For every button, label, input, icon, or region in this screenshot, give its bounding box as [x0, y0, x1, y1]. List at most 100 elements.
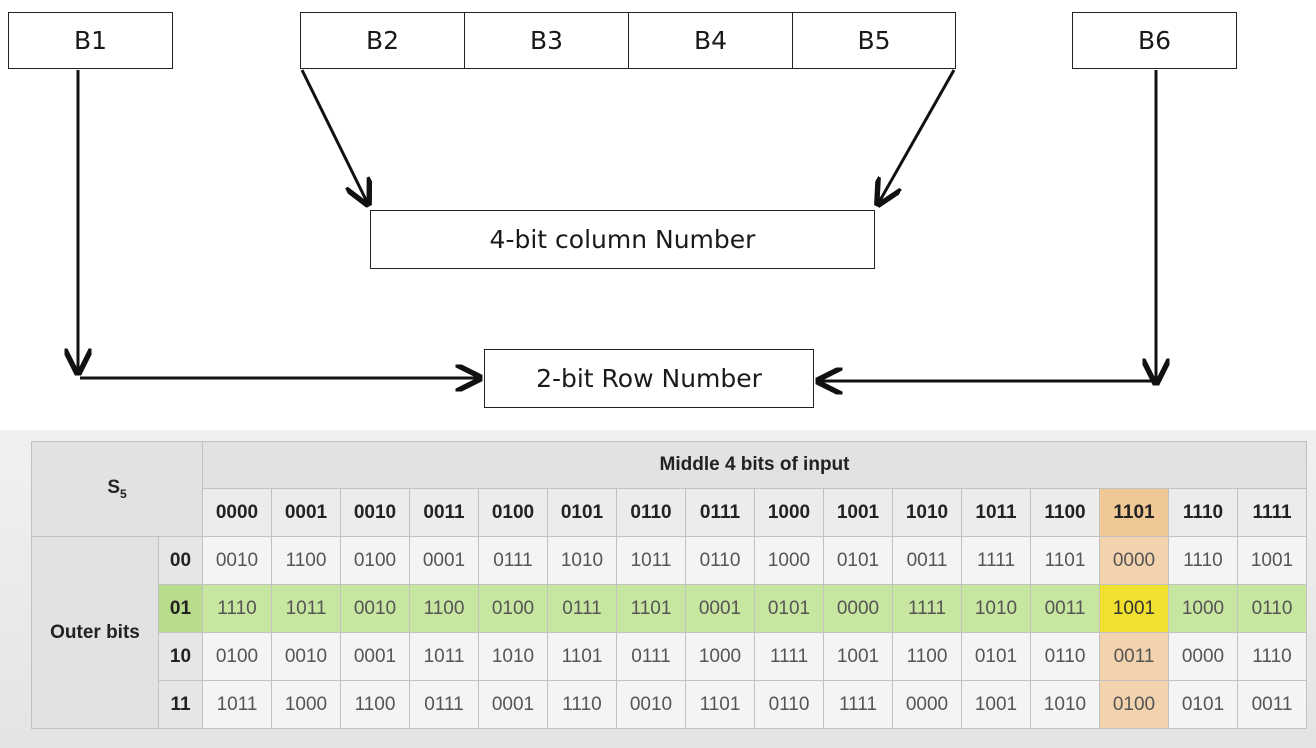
table-cell: 0110 — [1237, 584, 1307, 633]
column-header: 1000 — [754, 488, 824, 537]
table-cell: 1100 — [271, 536, 341, 585]
table-cell: 0000 — [892, 680, 962, 729]
bit-box-b5: B5 — [792, 12, 956, 69]
table-cell: 0000 — [1099, 536, 1169, 585]
bit-box-b4: B4 — [628, 12, 793, 69]
table-cell: 1011 — [271, 584, 341, 633]
table-cell: 0011 — [892, 536, 962, 585]
column-header: 1010 — [892, 488, 962, 537]
table-cell: 0011 — [1030, 584, 1100, 633]
table-cell: 1000 — [685, 632, 755, 681]
table-cell: 1011 — [409, 632, 479, 681]
table-cell: 0010 — [202, 536, 272, 585]
column-header: 0011 — [409, 488, 479, 537]
table-cell: 1010 — [547, 536, 617, 585]
table-cell: 1110 — [202, 584, 272, 633]
table-cell: 0111 — [478, 536, 548, 585]
column-header: 0100 — [478, 488, 548, 537]
column-header: 0000 — [202, 488, 272, 537]
column-header: 0010 — [340, 488, 410, 537]
table-cell: 1010 — [478, 632, 548, 681]
table-cell: 1001 — [1237, 536, 1307, 585]
bit-mapping-diagram: B1 B2 B3 B4 B5 B6 4-bit column Number 2-… — [0, 12, 1316, 430]
table-cell: 0100 — [202, 632, 272, 681]
s-box-name: S — [107, 477, 120, 499]
row-header: 11 — [158, 680, 203, 729]
table-cell: 0110 — [685, 536, 755, 585]
table-cell: 1100 — [892, 632, 962, 681]
table-cell: 1010 — [961, 584, 1031, 633]
table-cell: 1000 — [271, 680, 341, 729]
table-cell: 1000 — [1168, 584, 1238, 633]
table-cell: 1100 — [409, 584, 479, 633]
table-cell: 1101 — [547, 632, 617, 681]
table-cell: 0110 — [754, 680, 824, 729]
column-header: 0110 — [616, 488, 686, 537]
table-cell: 0001 — [340, 632, 410, 681]
table-cell: 0110 — [1030, 632, 1100, 681]
table-cell: 1110 — [1168, 536, 1238, 585]
table-cell: 1100 — [340, 680, 410, 729]
bit-box-b3: B3 — [464, 12, 629, 69]
row-header: 00 — [158, 536, 203, 585]
table-cell: 0001 — [409, 536, 479, 585]
arrows — [0, 69, 1316, 430]
column-header: 1001 — [823, 488, 893, 537]
table-cell: 1101 — [685, 680, 755, 729]
table-cell: 1000 — [754, 536, 824, 585]
table-cell: 0010 — [616, 680, 686, 729]
row-header: 01 — [158, 584, 203, 633]
bit-box-b2: B2 — [300, 12, 465, 69]
column-header: 1110 — [1168, 488, 1238, 537]
column-header: 1100 — [1030, 488, 1100, 537]
table-cell: 0101 — [1168, 680, 1238, 729]
table-cell: 1101 — [616, 584, 686, 633]
table-cell: 0001 — [685, 584, 755, 633]
table-cell: 1011 — [202, 680, 272, 729]
table-cell: 0100 — [1099, 680, 1169, 729]
outer-bits-label: Outer bits — [31, 536, 159, 729]
table-cell: 0000 — [1168, 632, 1238, 681]
middle-bits-title: Middle 4 bits of input — [202, 441, 1307, 489]
table-cell: 1111 — [892, 584, 962, 633]
arrow-b2-to-column — [300, 69, 368, 204]
table-cell: 1010 — [1030, 680, 1100, 729]
table-cell: 0111 — [547, 584, 617, 633]
table-cell: 0011 — [1237, 680, 1307, 729]
table-cell: 1111 — [823, 680, 893, 729]
table-cell: 0101 — [823, 536, 893, 585]
table-cell: 0011 — [1099, 632, 1169, 681]
bit-box-b6: B6 — [1072, 12, 1237, 69]
table-cell: 0010 — [340, 584, 410, 633]
table-cell: 0111 — [409, 680, 479, 729]
table-cell: 0100 — [478, 584, 548, 633]
s-box-label: S5 — [31, 441, 203, 537]
column-header: 1101 — [1099, 488, 1169, 537]
table-cell: 1001 — [823, 632, 893, 681]
table-cell: 0111 — [616, 632, 686, 681]
table-cell: 0100 — [340, 536, 410, 585]
column-number-box: 4-bit column Number — [370, 210, 875, 269]
column-header: 0101 — [547, 488, 617, 537]
column-header: 1011 — [961, 488, 1031, 537]
table-cell: 1110 — [547, 680, 617, 729]
row-number-box: 2-bit Row Number — [484, 349, 814, 408]
table-cell: 1110 — [1237, 632, 1307, 681]
table-cell: 1001 — [961, 680, 1031, 729]
column-header: 0111 — [685, 488, 755, 537]
table-cell: 1011 — [616, 536, 686, 585]
table-cell: 0101 — [754, 584, 824, 633]
table-cell: 0010 — [271, 632, 341, 681]
table-cell: 1111 — [961, 536, 1031, 585]
table-cell: 1001 — [1099, 584, 1169, 633]
column-header: 1111 — [1237, 488, 1307, 537]
column-header: 0001 — [271, 488, 341, 537]
arrow-b5-to-column — [878, 69, 956, 204]
row-header: 10 — [158, 632, 203, 681]
